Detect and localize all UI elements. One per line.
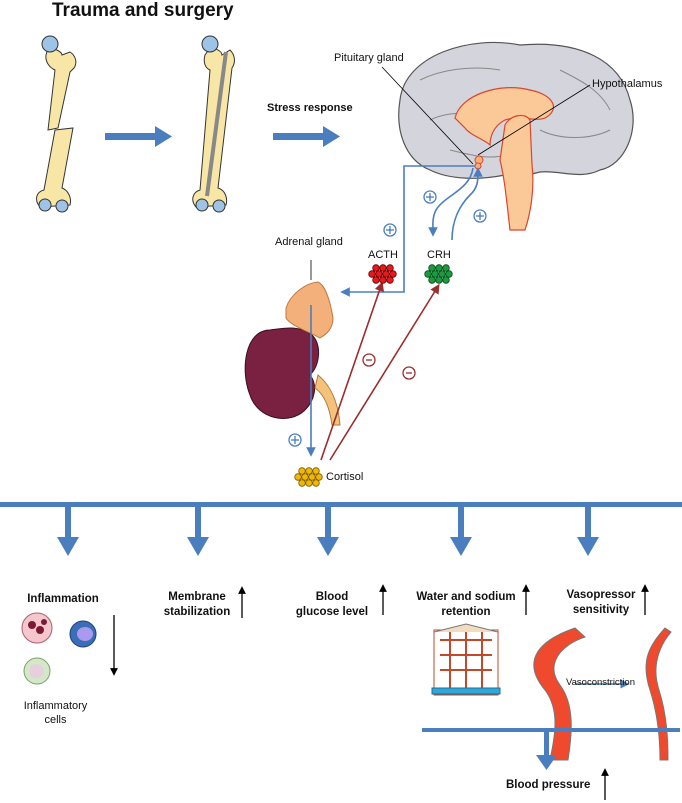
- blood-vessel-wide-icon: [533, 627, 586, 761]
- effect-arrow-head-2: [317, 537, 339, 556]
- effect-glucose-label: Blood glucose level: [290, 590, 374, 620]
- effect-arrow-shaft-2: [325, 507, 331, 539]
- blood-pressure-arrow-head: [536, 755, 557, 770]
- hypothalamus-label: Hypothalamus: [592, 78, 663, 90]
- crh-to-pituitary-arrow: [451, 167, 483, 241]
- effect-glucose-line1: Blood: [315, 591, 349, 603]
- cortisol-inhibits-acth-arrow: [320, 281, 384, 461]
- kidney-adrenal-icon: [244, 260, 341, 426]
- effect-membrane-label: Membrane stabilization: [158, 590, 236, 620]
- vasoconstriction-label: Vasoconstriction: [566, 677, 635, 688]
- effect-arrow-head-4: [577, 537, 599, 556]
- cortisol-label: Cortisol: [326, 471, 364, 483]
- blood-pressure-arrow-shaft: [544, 732, 549, 757]
- fixed-femur-icon: [192, 35, 235, 213]
- effect-membrane-line1: Membrane: [168, 591, 226, 603]
- effect-water-line1: Water and sodium: [416, 591, 516, 603]
- minus-sign-icon: [362, 353, 416, 380]
- hypothalamus-to-crh-arrow: [428, 167, 474, 237]
- plus-sign-icon: [288, 190, 487, 447]
- effects-distribution-bar: [0, 502, 682, 507]
- effect-vasopressor-line2: sensitivity: [572, 604, 630, 616]
- acth-molecule-icon: [368, 264, 397, 284]
- brain-icon: [398, 41, 634, 231]
- effect-arrow-head-0: [57, 537, 79, 556]
- effect-water-line2: retention: [441, 606, 491, 618]
- effect-arrow-shaft-3: [458, 507, 464, 539]
- inflammatory-cells-icon: [21, 612, 97, 685]
- arrow-bone-to-fixed: [105, 126, 172, 147]
- effect-vasopressor-line1: Vasopressor: [566, 589, 636, 601]
- cortisol-molecule-icon: [294, 467, 323, 487]
- effect-membrane-line2: stabilization: [163, 606, 231, 618]
- stress-response-label: Stress response: [267, 102, 353, 114]
- acth-label: ACTH: [368, 249, 398, 261]
- effect-arrow-shaft-4: [585, 507, 591, 539]
- effect-water-sodium-label: Water and sodium retention: [410, 590, 522, 620]
- pituitary-label: Pituitary gland: [334, 52, 404, 64]
- effect-glucose-line2: glucose level: [295, 606, 369, 618]
- effect-arrow-shaft-0: [65, 507, 71, 539]
- effect-arrow-shaft-1: [195, 507, 201, 539]
- hypothalamus-pointer: [477, 84, 591, 156]
- effect-vasopressor-label: Vasopressor sensitivity: [560, 588, 642, 618]
- inflammatory-cells-line2: cells: [44, 714, 67, 726]
- inflammatory-cells-line1: Inflammatory: [23, 700, 88, 712]
- effect-arrow-head-1: [187, 537, 209, 556]
- inflammatory-cells-label: Inflammatory cells: [18, 699, 93, 727]
- crh-label: CRH: [427, 249, 451, 261]
- effect-arrow-head-3: [450, 537, 472, 556]
- broken-femur-icon: [36, 35, 77, 213]
- cortisol-inhibits-crh-arrow: [329, 283, 440, 461]
- effect-inflammation-label: Inflammation: [27, 593, 99, 605]
- adrenal-gland-label: Adrenal gland: [275, 236, 343, 248]
- kidney-tissue-icon: [431, 623, 501, 696]
- blood-pressure-bar: [422, 728, 680, 732]
- crh-molecule-icon: [424, 264, 453, 284]
- acth-pathway-arrow: [340, 165, 475, 297]
- arrow-stress-response: [273, 126, 340, 147]
- blood-vessel-narrow-icon: [645, 627, 672, 761]
- blood-pressure-label: Blood pressure: [506, 779, 591, 791]
- pituitary-pointer: [381, 66, 474, 165]
- diagram-title: Trauma and surgery: [52, 0, 234, 21]
